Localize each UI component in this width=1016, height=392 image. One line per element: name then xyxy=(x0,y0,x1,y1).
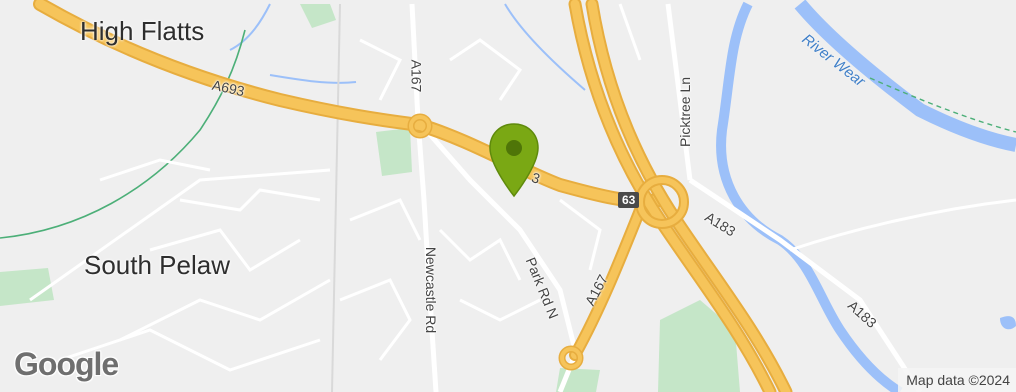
map-pin-icon xyxy=(489,123,539,198)
place-label-high-flatts: High Flatts xyxy=(80,16,205,46)
river-wear xyxy=(794,0,1016,152)
stream xyxy=(269,74,357,84)
railway-line xyxy=(0,29,246,239)
park-area xyxy=(300,4,336,28)
road-label-a167-north: A167 xyxy=(408,59,425,93)
park-area xyxy=(376,128,412,176)
location-marker[interactable] xyxy=(486,122,542,205)
footpath xyxy=(869,77,1016,133)
park-area xyxy=(658,300,740,392)
junction-shield: 63 xyxy=(618,192,640,208)
place-label-south-pelaw: South Pelaw xyxy=(84,250,230,280)
park-area xyxy=(0,268,54,306)
major-roads xyxy=(33,0,793,392)
stream xyxy=(504,3,586,91)
road-label-newcastle-rd: Newcastle Rd xyxy=(423,246,440,334)
local-road xyxy=(331,3,341,392)
water-patch xyxy=(1000,316,1016,330)
map-attribution[interactable]: Map data ©2024 xyxy=(898,368,1016,392)
road-label-picktree-ln: Picktree Ln xyxy=(677,76,694,148)
secondary-roads xyxy=(409,3,923,392)
map-logo: Google xyxy=(14,346,119,382)
minor-roads xyxy=(29,3,1016,372)
stream xyxy=(229,3,271,51)
